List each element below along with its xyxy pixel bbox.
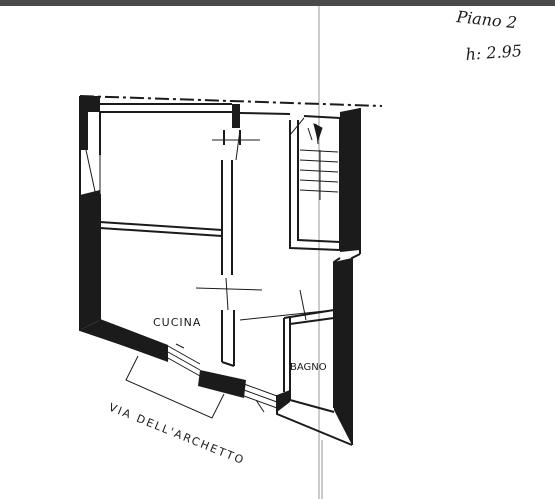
- staircase: [299, 123, 339, 200]
- wall-fills: [80, 96, 360, 445]
- balcony-outline: [125, 355, 225, 419]
- street-windows: [167, 343, 278, 413]
- property-boundary-line: [79, 95, 383, 107]
- outer-walls: [79, 96, 361, 446]
- room-label-kitchen: CUCINA: [153, 316, 201, 329]
- room-label-bathroom: BAGNO: [290, 362, 327, 373]
- street-name-label: VIA DELL'ARCHETTO: [107, 401, 247, 468]
- door-swings: [79, 117, 335, 321]
- window-top-bar: [0, 0, 555, 6]
- interior-walls: [99, 120, 341, 392]
- height-label: h: 2.95: [465, 41, 523, 64]
- floor-label: Piano 2: [455, 7, 518, 32]
